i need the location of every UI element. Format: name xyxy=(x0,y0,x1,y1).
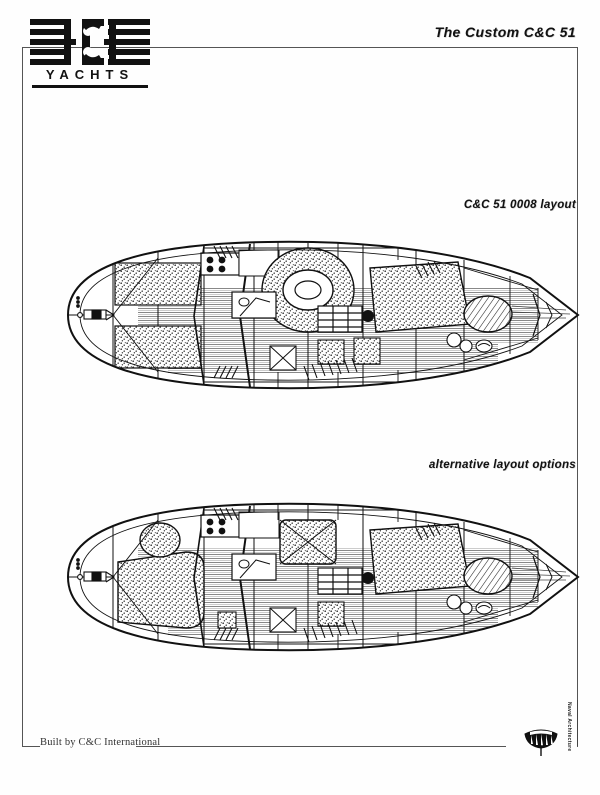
frame-rule-bottom-left xyxy=(22,746,40,747)
footer-vertical-note: Naval Architecture xyxy=(566,702,572,752)
transom-detail xyxy=(68,519,159,635)
footer-credit: Built by C&C International xyxy=(40,737,161,748)
caption-alternative-layout: alternative layout options xyxy=(428,459,576,471)
yacht-deck-plan-alternative xyxy=(18,490,584,665)
deck-plan-drawing-2 xyxy=(66,502,580,652)
frame-rule-right xyxy=(577,47,578,747)
frame-rule-bottom-right xyxy=(136,746,506,747)
footer-tick-mark xyxy=(22,737,23,747)
caption-standard-layout: C&C 51 0008 layout xyxy=(463,199,576,211)
yacht-deck-plan-standard xyxy=(18,228,584,403)
transom-detail xyxy=(68,257,159,373)
logo-subtitle: YACHTS xyxy=(45,67,135,82)
frame-rule-left xyxy=(22,47,23,747)
frame-rule-top xyxy=(22,47,578,48)
cc-yachts-logo: YACHTS xyxy=(30,18,150,88)
cc-logo-mark-icon xyxy=(30,19,150,65)
logo-underline xyxy=(32,85,148,88)
c-and-c-international-emblem-icon xyxy=(524,729,558,756)
page-title: The Custom C&C 51 xyxy=(434,24,576,40)
footer-vertical-rule xyxy=(577,700,578,746)
deck-plan-drawing-1 xyxy=(66,240,580,390)
